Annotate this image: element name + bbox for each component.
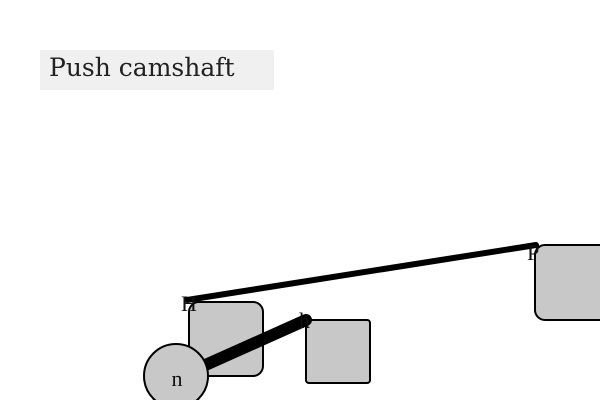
circle-node-label: n [172, 366, 183, 391]
anchor-letter-mid: h [299, 308, 310, 333]
middle-block[interactable] [305, 319, 371, 384]
right-block[interactable] [534, 244, 600, 321]
anchor-letter-right: P [527, 240, 539, 265]
circle-node[interactable] [143, 343, 209, 400]
thick-link-bar[interactable] [186, 314, 312, 377]
anchor-letter-left: H [181, 291, 197, 316]
instruction-label: Push camshaft [40, 50, 274, 90]
long-link-bar[interactable] [184, 242, 539, 303]
